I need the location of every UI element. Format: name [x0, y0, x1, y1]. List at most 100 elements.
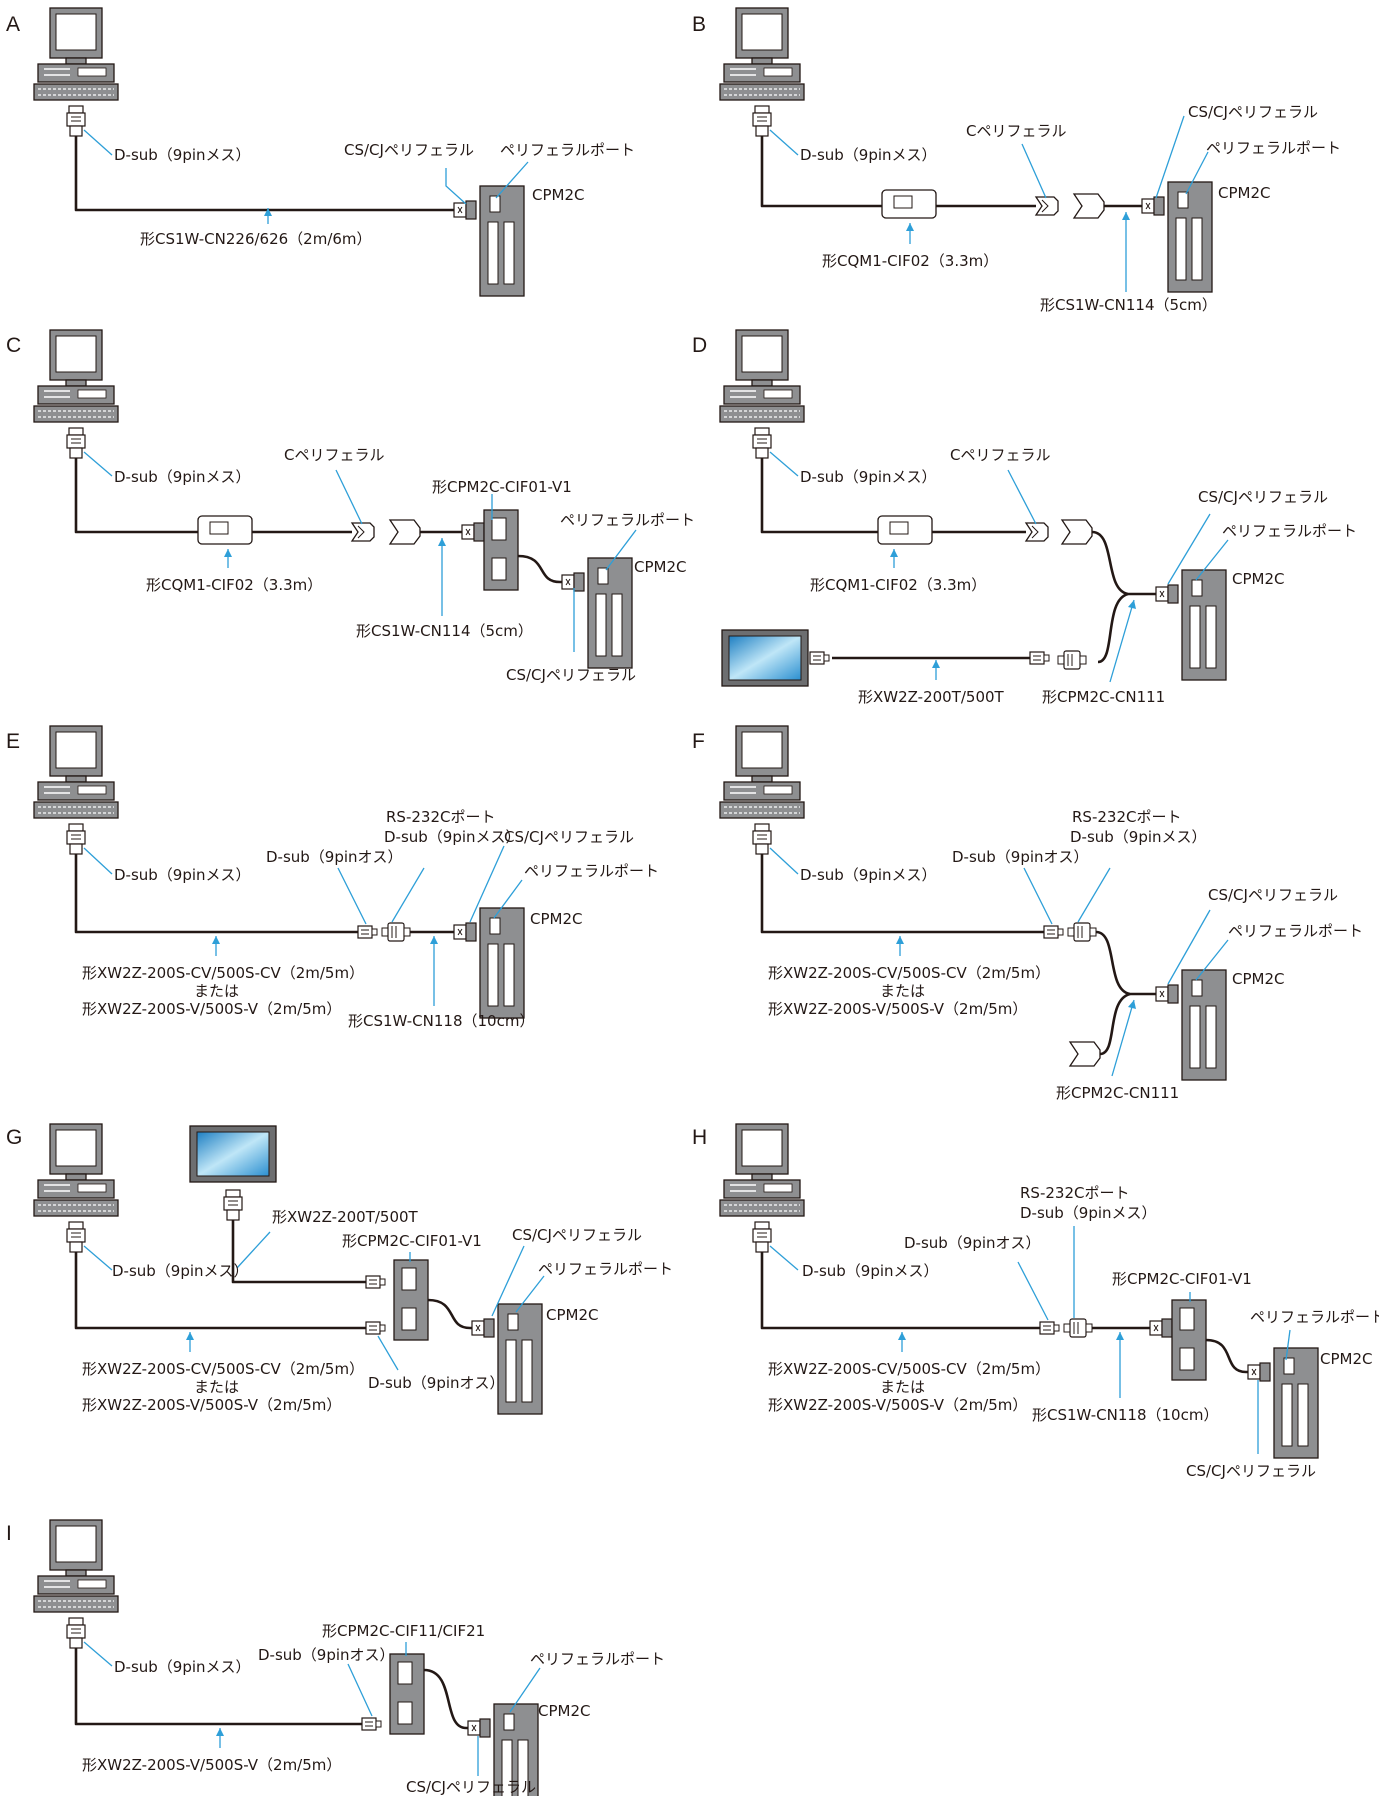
connector-icon — [66, 1617, 86, 1649]
connector-icon — [1063, 1318, 1093, 1338]
connector-icon — [1067, 922, 1097, 942]
connector-icon — [66, 427, 86, 459]
label: D-sub（9pinオス） — [266, 848, 403, 866]
connector-icon — [752, 1221, 772, 1253]
label: 形XW2Z-200S-V/500S-V（2m/5m） — [768, 1396, 1027, 1414]
label: Cペリフェラル — [950, 446, 1050, 464]
label: 形CPM2C-CN111 — [1056, 1084, 1179, 1102]
adapter-box-icon — [881, 189, 937, 219]
label: Cペリフェラル — [966, 122, 1066, 140]
label: 形XW2Z-200T/500T — [272, 1208, 419, 1226]
diagram-d: D D-sub（9pinメス） Cペリフェラル CS/CJペリフェラル ペリフェ… — [692, 329, 1357, 706]
label: 形CQM1-CIF02（3.3m） — [810, 576, 986, 594]
label: D-sub（9pinメス） — [114, 866, 251, 884]
adapter-box-icon — [389, 1653, 425, 1735]
adapter-box-icon — [877, 515, 933, 545]
connector-icon — [223, 1189, 243, 1221]
label: D-sub（9pinオス） — [952, 848, 1089, 866]
connector-icon — [66, 1221, 86, 1253]
connector-icon — [461, 522, 485, 542]
connector-icon — [1025, 522, 1049, 542]
plc-cpm2c-icon — [479, 185, 525, 297]
label: D-sub（9pinメス） — [800, 866, 937, 884]
label: CPM2C — [546, 1306, 598, 1324]
adapter-box-icon — [393, 1259, 429, 1341]
diagram-title: C — [6, 334, 21, 357]
pc-icon — [719, 7, 805, 101]
label: D-sub（9pinメス） — [802, 1262, 939, 1280]
connector-icon — [1061, 519, 1093, 545]
diagram-title: B — [692, 13, 706, 36]
label: D-sub（9pinメス） — [112, 1262, 249, 1280]
connector-icon — [1035, 196, 1059, 216]
pc-icon — [719, 725, 805, 819]
connector-icon — [809, 651, 830, 665]
connector-icon — [1155, 584, 1179, 604]
diagram-title: F — [692, 730, 705, 753]
label: D-sub（9pinメス） — [114, 146, 251, 164]
connector-icon — [1069, 1041, 1101, 1067]
plc-cpm2c-icon — [497, 1303, 543, 1415]
label: または — [194, 982, 239, 1000]
touch-panel-icon — [189, 1125, 277, 1183]
label: 形CQM1-CIF02（3.3m） — [146, 576, 322, 594]
label: ペリフェラルポート — [1222, 522, 1357, 540]
adapter-box-icon — [197, 515, 253, 545]
diagram-b: B D-sub（9pinメス） Cペリフェラル CS/CJペリフェラル ペリフェ… — [692, 7, 1341, 314]
label: D-sub（9pinオス） — [904, 1234, 1041, 1252]
label: 形XW2Z-200S-CV/500S-CV（2m/5m） — [768, 1360, 1050, 1378]
connector-icon — [752, 427, 772, 459]
label: 形CPM2C-CIF01-V1 — [342, 1232, 482, 1250]
label: 形CPM2C-CN111 — [1042, 688, 1165, 706]
pc-icon — [719, 1123, 805, 1217]
diagram-f: F D-sub（9pinメス） RS-232Cポート D-sub（9pinメス）… — [692, 725, 1363, 1102]
connector-icon — [351, 522, 375, 542]
pc-icon — [33, 329, 119, 423]
label: 形CS1W-CN114（5cm） — [1040, 296, 1217, 314]
diagram-title: G — [6, 1126, 22, 1149]
diagram-title: I — [6, 1522, 12, 1545]
connector-icon — [752, 823, 772, 855]
label: CPM2C — [1218, 184, 1270, 202]
connector-icon — [66, 823, 86, 855]
diagram-title: A — [6, 13, 20, 36]
label: 形XW2Z-200T/500T — [858, 688, 1005, 706]
label: CPM2C — [530, 910, 582, 928]
connector-icon — [1155, 984, 1179, 1004]
label: 形CS1W-CN118（10cm） — [348, 1012, 534, 1030]
label: CS/CJペリフェラル — [406, 1778, 536, 1796]
connector-icon — [1029, 651, 1050, 665]
connector-icon — [381, 922, 411, 942]
label: または — [880, 1378, 925, 1396]
connector-icon — [361, 1717, 382, 1731]
label: CPM2C — [634, 558, 686, 576]
label: D-sub（9pinメス） — [1070, 828, 1207, 846]
connector-icon — [365, 1321, 386, 1335]
connector-icon — [467, 1718, 491, 1738]
connector-icon — [471, 1318, 495, 1338]
label: CPM2C — [1320, 1350, 1372, 1368]
connector-icon — [1149, 1318, 1173, 1338]
label: ペリフェラルポート — [530, 1650, 665, 1668]
touch-panel-icon — [721, 629, 809, 687]
pc-icon — [33, 1519, 119, 1613]
label: 形XW2Z-200S-CV/500S-CV（2m/5m） — [82, 1360, 364, 1378]
label: D-sub（9pinメス） — [800, 146, 937, 164]
label: CPM2C — [538, 1702, 590, 1720]
label: RS-232Cポート — [386, 808, 495, 826]
label: または — [194, 1378, 239, 1396]
label: CPM2C — [532, 186, 584, 204]
label: D-sub（9pinメス） — [114, 1658, 251, 1676]
connector-icon — [752, 105, 772, 137]
label: D-sub（9pinメス） — [114, 468, 251, 486]
label: 形CPM2C-CIF01-V1 — [1112, 1270, 1252, 1288]
label: 形CS1W-CN114（5cm） — [356, 622, 533, 640]
connector-icon — [357, 925, 378, 939]
pc-icon — [33, 1123, 119, 1217]
connector-icon — [66, 105, 86, 137]
label: CS/CJペリフェラル — [344, 141, 474, 159]
label: 形XW2Z-200S-CV/500S-CV（2m/5m） — [768, 964, 1050, 982]
label: 形XW2Z-200S-CV/500S-CV（2m/5m） — [82, 964, 364, 982]
pc-icon — [33, 725, 119, 819]
label: ペリフェラルポート — [524, 862, 659, 880]
